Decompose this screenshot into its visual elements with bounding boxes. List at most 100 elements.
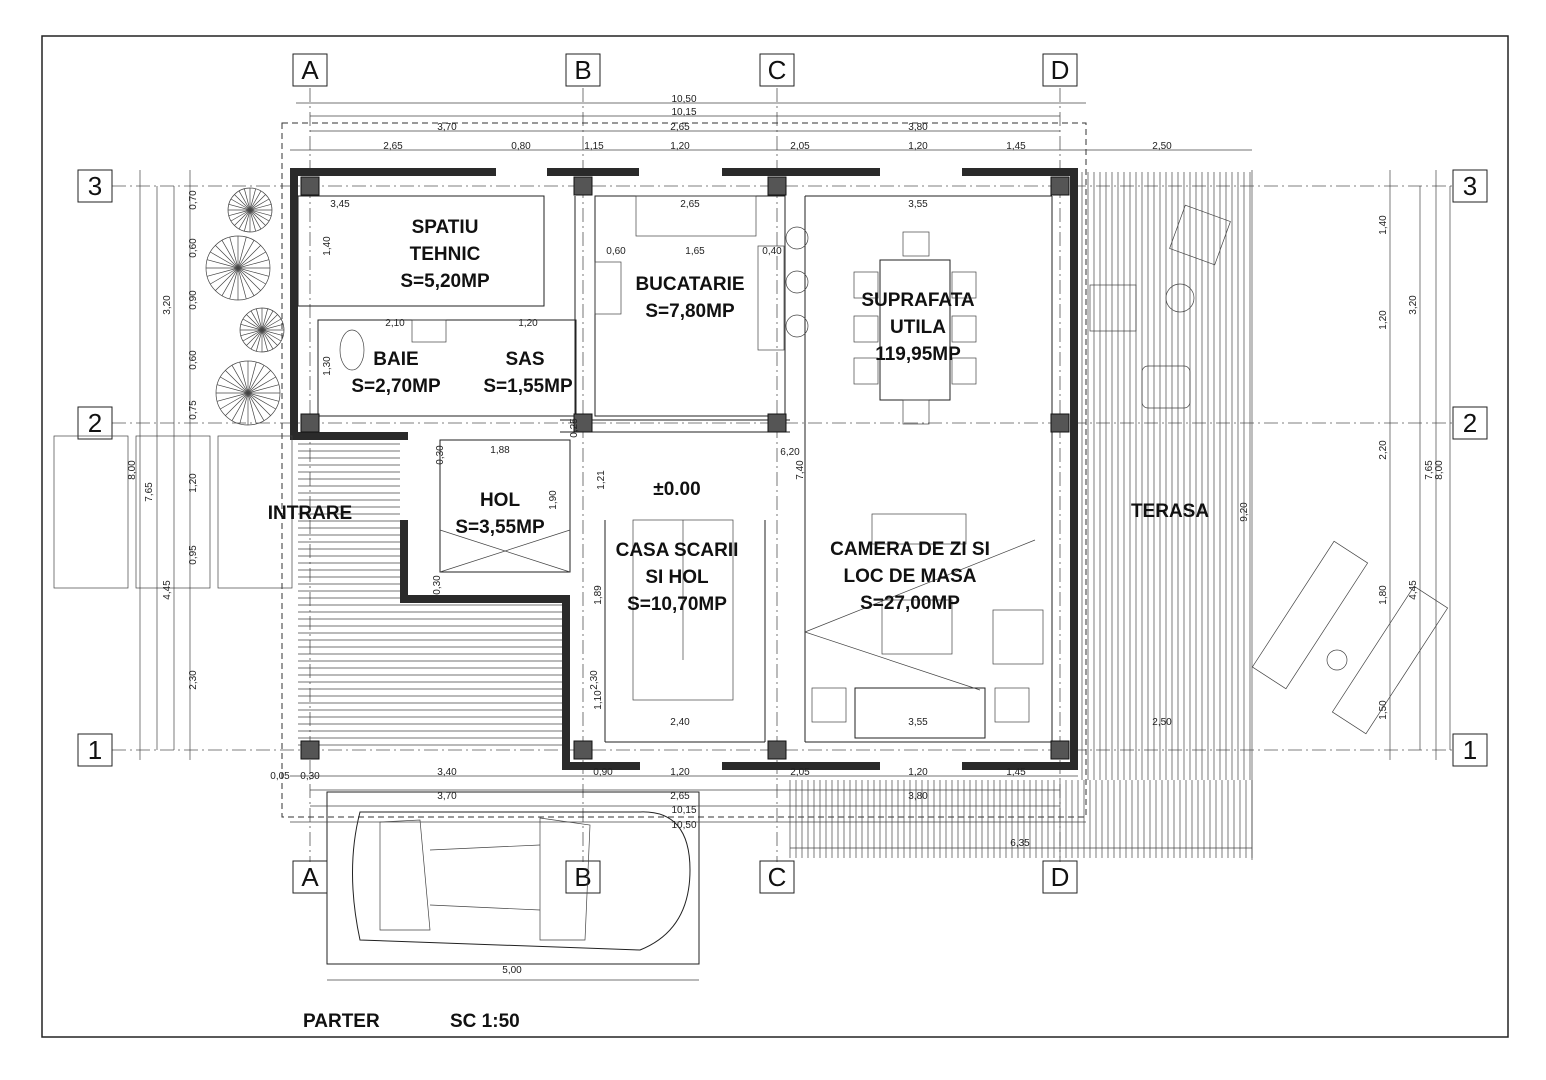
bar-stool [785,314,809,338]
entry-step [217,435,293,589]
furniture [53,195,1449,739]
dimension-label-top: 10,50 [671,94,696,105]
entrance-paving [298,443,562,746]
dimension-label-left: 1,20 [188,473,199,493]
room-casa-scarii-name: SI HOL [645,567,709,588]
dimension-label-interior: 1,30 [322,356,333,376]
dimension-label-right: 3,20 [1408,295,1419,315]
svg-text:3: 3 [1463,171,1477,201]
coffee-table [881,599,953,655]
dimension-label-bottom: 6,35 [1010,838,1030,849]
dimension-label-right: 4,45 [1408,580,1419,600]
armchair [994,687,1030,723]
entry-step [53,435,129,589]
axis-marker-c-top: C [759,53,795,87]
dimension-label-interior: 2,40 [670,717,690,728]
dimension-label-right: 7,65 [1424,460,1435,480]
dimension-label-interior: 1,10 [593,690,604,710]
svg-text:C: C [768,862,787,892]
room-suprafata-utila-area: 119,95MP [875,344,961,365]
axis-marker-3-right: 3 [1452,169,1488,203]
chair [902,399,930,425]
dimension-label-interior: 7,40 [795,460,806,480]
dimension-label-bottom: 10,15 [671,805,696,816]
entry-step [135,435,211,589]
dimension-label-interior: 2,30 [589,670,600,690]
dimension-label-bottom: 3,40 [437,767,457,778]
room-casa-scarii-name: CASA SCARII [616,540,739,561]
svg-text:3: 3 [88,171,102,201]
dimension-label-interior: 2,65 [680,199,700,210]
room-baie-name: BAIE [373,349,418,370]
axis-marker-a-top: A [292,53,328,87]
drawing-scale: SC 1:50 [450,1011,520,1032]
svg-text:2: 2 [88,408,102,438]
dimension-label-bottom: 10,50 [671,820,696,831]
area-terasa: TERASA [1131,501,1209,522]
dimension-label-top: 3,70 [437,122,457,133]
axis-marker-1-right: 1 [1452,733,1488,767]
plant-icon [205,235,271,301]
svg-text:1: 1 [1463,735,1477,765]
axis-marker-b-top: B [565,53,601,87]
plant-icon [239,307,285,353]
svg-text:C: C [768,55,787,85]
axis-marker-d-top: D [1042,53,1078,87]
svg-text:B: B [574,55,591,85]
walls [290,168,1078,770]
axis-marker-1-left: 1 [77,733,113,767]
room-sas-name: SAS [505,349,544,370]
room-casa-scarii-area: S=10,70MP [627,594,727,615]
armchair [992,609,1044,665]
parking-space [326,791,700,965]
dimension-label-left: 8,00 [127,460,138,480]
dimension-label-top: 3,80 [908,122,928,133]
plant-icon [227,187,273,233]
dimension-label-bottom: 1,45 [1006,767,1026,778]
dimension-label-left: 4,45 [162,580,173,600]
dimension-label-top: 0,80 [511,141,531,152]
dimension-label-interior: 3,45 [330,199,350,210]
chair [853,357,879,385]
room-bucatarie-name: BUCATARIE [635,274,744,295]
svg-text:A: A [301,862,319,892]
dimension-label-left: 0,60 [188,238,199,258]
car-parking [326,791,700,965]
room-camera-de-zi-area: S=27,00MP [860,593,960,614]
room-camera-de-zi-name: CAMERA DE ZI SI [830,539,990,560]
dimension-label-right: 1,40 [1378,215,1389,235]
room-spatiu-tehnic-area: S=5,20MP [400,271,490,292]
terrace-table [1165,283,1195,313]
dimension-label-top: 1,45 [1006,141,1026,152]
dimension-label-bottom: 1,20 [670,767,690,778]
room-labels: SPATIU TEHNIC S=5,20MP BUCATARIE S=7,80M… [268,217,1210,615]
dimension-label-bottom: 2,50 [1152,717,1172,728]
chair [951,357,977,385]
dimension-label-bottom: 3,80 [908,791,928,802]
dimension-label-interior: 2,10 [385,318,405,329]
dimension-label-top: 1,15 [584,141,604,152]
chair [951,315,977,343]
axis-marker-b-bottom: B [565,860,601,894]
dimension-label-bottom: 2,05 [790,767,810,778]
dimension-label-bottom: 1,20 [908,767,928,778]
dimension-label-interior: 1,88 [490,445,510,456]
dimension-label-left: 0,90 [188,290,199,310]
dimension-label-interior: 6,20 [780,447,800,458]
toilet [339,329,365,371]
axis-marker-c-bottom: C [759,860,795,894]
svg-text:D: D [1051,862,1070,892]
side-table [1326,649,1348,671]
dimension-label-left: 0,95 [188,545,199,565]
plants [205,187,285,426]
dimension-label-left: 7,65 [144,482,155,502]
dimension-label-right: 2,20 [1378,440,1389,460]
axis-marker-2-right: 2 [1452,406,1488,440]
sun-lounger [1251,540,1369,690]
plant-icon [215,360,281,426]
dimension-label-right: 1,20 [1378,310,1389,330]
dimension-label-interior: 1,21 [596,470,607,490]
room-camera-de-zi-name: LOC DE MASA [844,566,977,587]
